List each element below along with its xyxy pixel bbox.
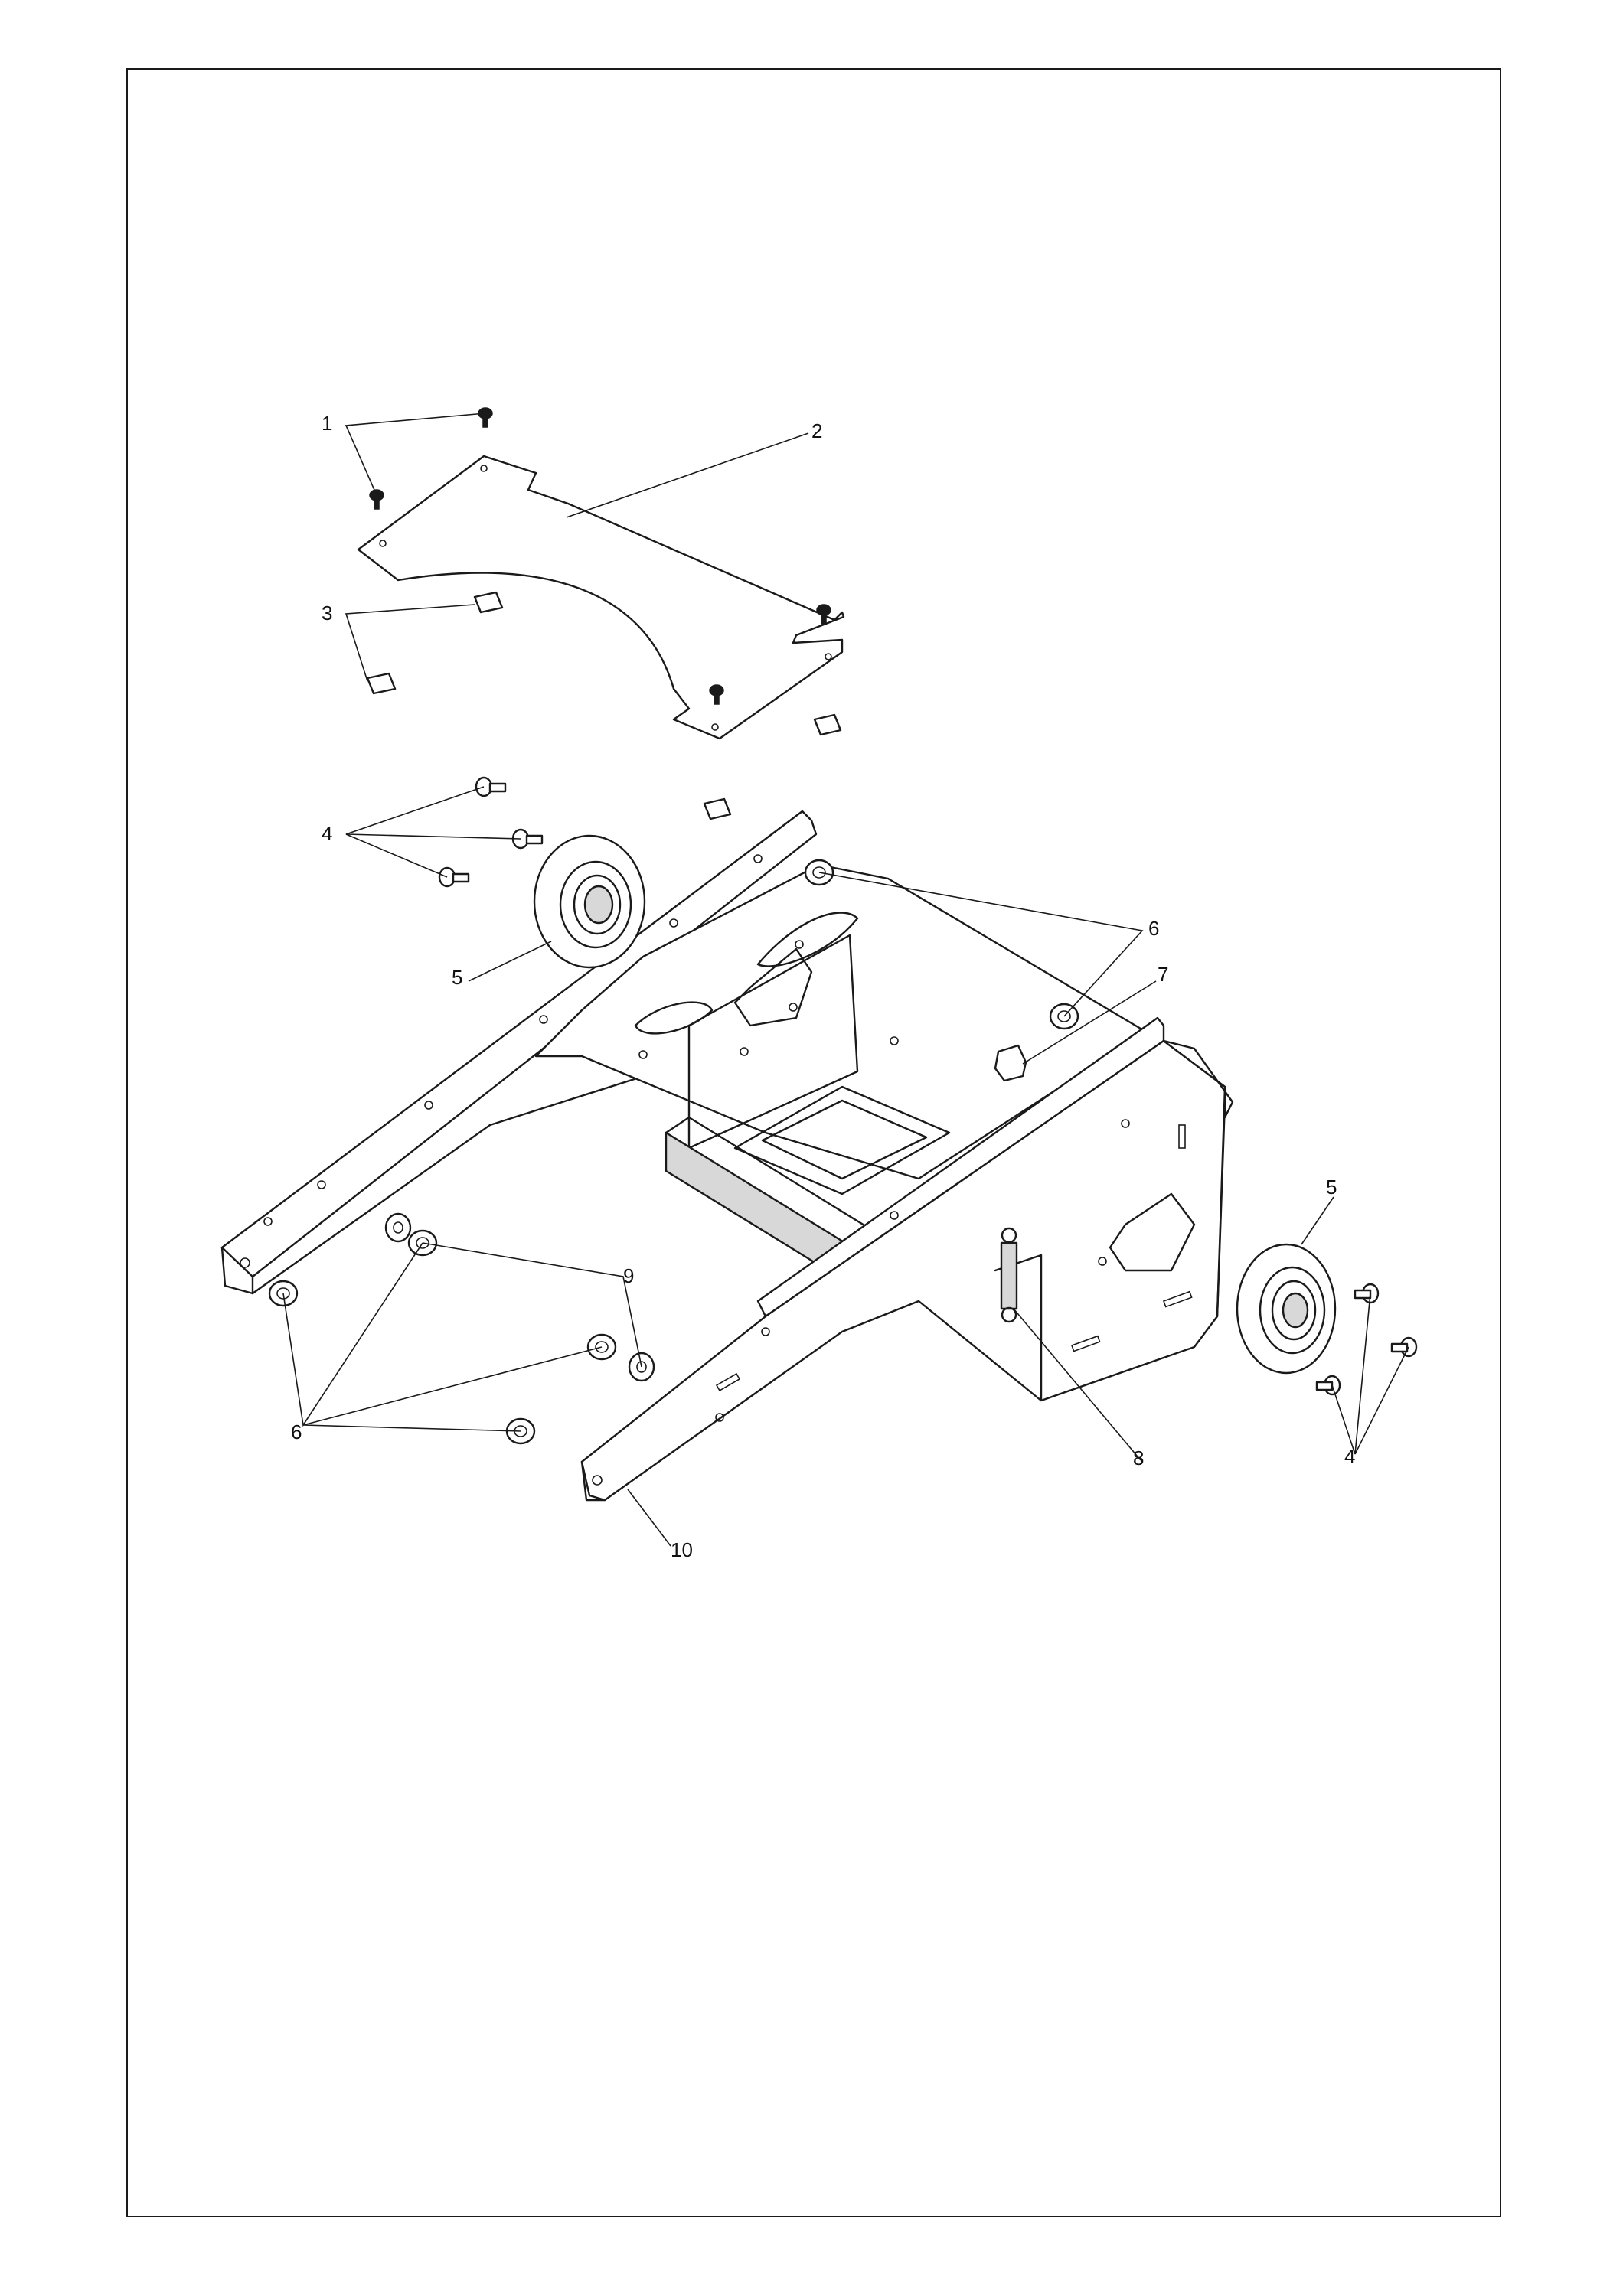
callout-10: 10 (671, 1538, 693, 1561)
callout-3: 3 (322, 602, 332, 625)
callout-4-left: 4 (322, 822, 332, 845)
bearing-flange-right (1236, 1243, 1337, 1375)
leader-lines (282, 413, 1409, 1547)
callout-2: 2 (812, 419, 822, 442)
bearing-flange-left (533, 834, 646, 969)
drawing-border (126, 68, 1501, 2217)
callout-8: 8 (1133, 1446, 1144, 1469)
screw (816, 604, 831, 625)
callout-5-left: 5 (452, 966, 462, 989)
callout-4-right: 4 (1344, 1445, 1355, 1468)
bolt (438, 866, 470, 888)
screw (478, 407, 493, 428)
bolt (1354, 1283, 1380, 1304)
callout-7: 7 (1158, 963, 1168, 986)
bolt (1315, 1375, 1341, 1396)
main-frame (220, 810, 1234, 1502)
callout-6-bottom: 6 (291, 1420, 302, 1443)
callout-6-top: 6 (1148, 917, 1159, 940)
cover-plate (357, 455, 845, 740)
callout-5-right: 5 (1326, 1176, 1337, 1199)
bolt (1390, 1336, 1418, 1358)
screw (369, 489, 384, 510)
callout-labels: 1 2 3 4 5 6 7 5 9 6 8 4 10 (291, 412, 1355, 1561)
tension-spring (1000, 1227, 1018, 1323)
screw-group-1 (369, 407, 831, 705)
screw (709, 684, 724, 705)
callout-1: 1 (322, 412, 332, 435)
callout-9: 9 (623, 1264, 634, 1287)
bolt (475, 776, 507, 797)
retaining-clip (994, 1044, 1027, 1082)
